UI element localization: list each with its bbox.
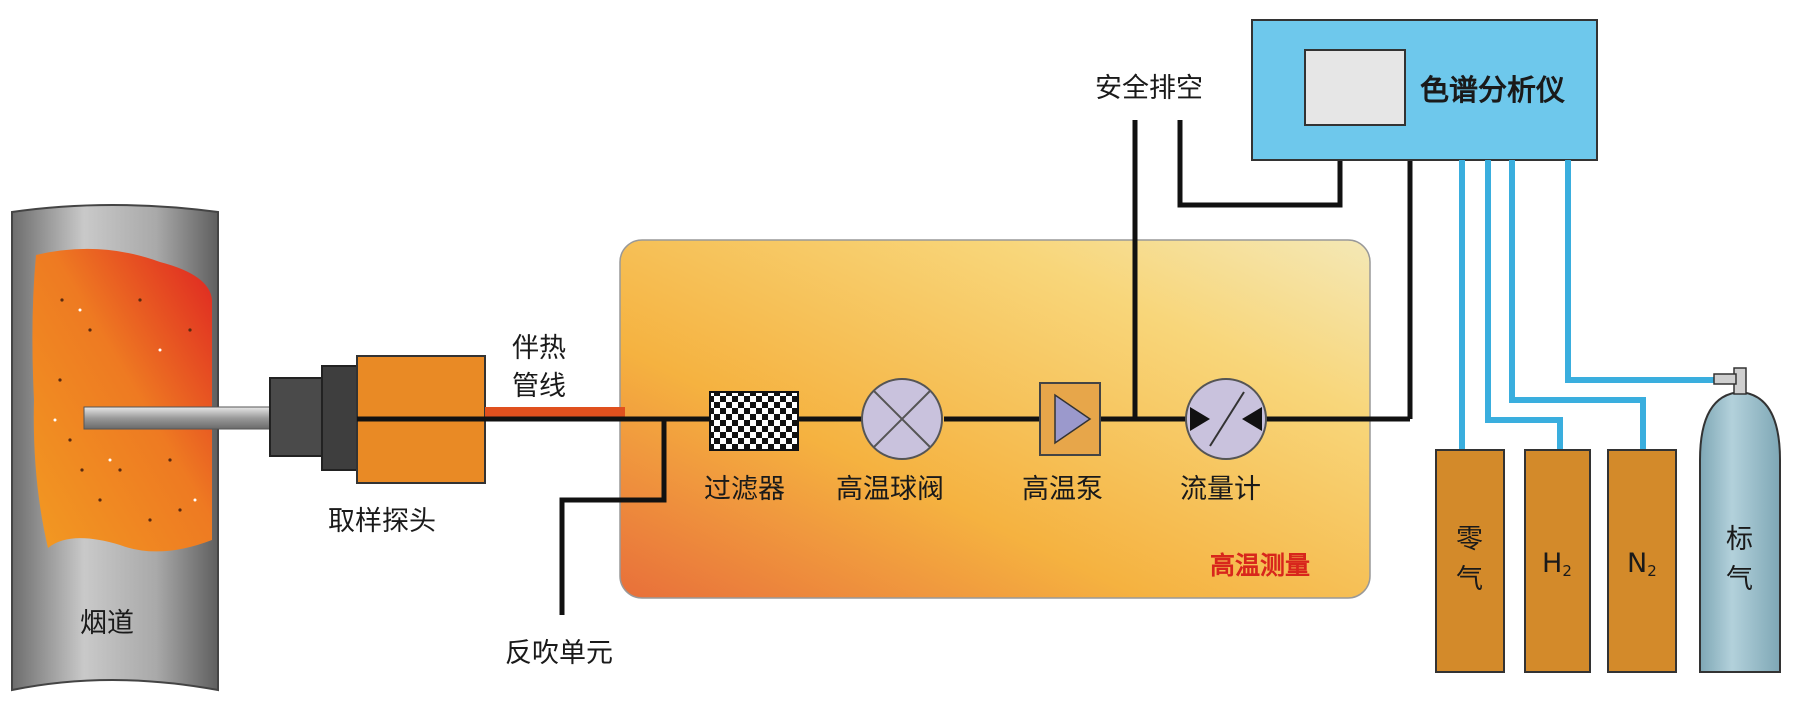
ball-valve-label: 高温球阀 xyxy=(836,474,944,505)
analyzer-label: 色谱分析仪 xyxy=(1420,73,1565,107)
safe-vent-label: 安全排空 xyxy=(1095,73,1203,104)
pump-label: 高温泵 xyxy=(1022,474,1103,505)
flue-particles xyxy=(58,298,192,522)
cylinder-outlet xyxy=(1713,373,1737,385)
gas-supply-lines xyxy=(1459,160,1740,450)
n2-cylinder: N2 xyxy=(1607,449,1677,673)
flue-sparks xyxy=(53,308,197,502)
ball-valve: 高温球阀 xyxy=(836,378,944,505)
heated-line-label-1: 伴热 xyxy=(512,333,566,364)
heated-line xyxy=(485,407,625,419)
zero-gas-label-1: 零 xyxy=(1456,524,1483,555)
h2-label: H2 xyxy=(1542,548,1572,580)
chromatograph-analyzer: 色谱分析仪 xyxy=(1251,19,1598,161)
flow-meter-label: 流量计 xyxy=(1180,474,1261,505)
filter-label: 过滤器 xyxy=(704,474,785,505)
probe-rod xyxy=(83,406,275,430)
pump: 高温泵 xyxy=(1022,382,1103,505)
probe-label: 取样探头 xyxy=(328,506,436,537)
heated-line-label-2: 管线 xyxy=(512,371,566,402)
filter: 过滤器 xyxy=(704,391,799,505)
n2-label: N2 xyxy=(1627,548,1657,580)
probe-collar xyxy=(321,365,361,471)
standard-gas-label-1: 标 xyxy=(1726,524,1753,555)
probe-flange xyxy=(269,377,326,457)
standard-gas-cylinder: 标 气 xyxy=(1699,367,1781,673)
zero-gas-cylinder: 零 气 xyxy=(1435,449,1505,673)
sample-line xyxy=(357,120,1413,615)
flue-chimney: 烟道 xyxy=(11,204,219,692)
flow-meter: 流量计 xyxy=(1180,378,1267,505)
flue-gas xyxy=(32,248,213,552)
flue-label: 烟道 xyxy=(80,608,134,639)
backflush-label: 反吹单元 xyxy=(505,638,613,669)
h2-cylinder: H2 xyxy=(1524,449,1591,673)
sampling-probe: 取样探头 xyxy=(269,355,486,537)
analyzer-screen xyxy=(1304,49,1406,126)
high-temp-zone-label: 高温测量 xyxy=(1210,551,1310,580)
zero-gas-label-2: 气 xyxy=(1456,564,1483,595)
standard-gas-label-2: 气 xyxy=(1726,564,1753,595)
